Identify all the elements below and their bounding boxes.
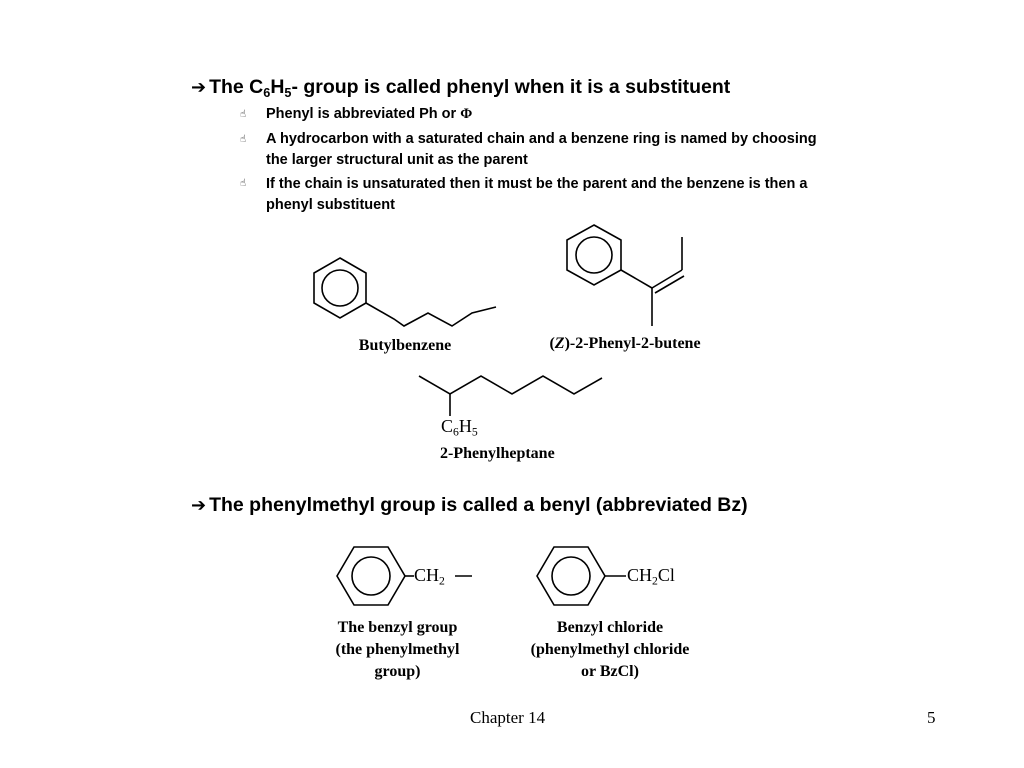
- benzyl-formula-ch: CH: [414, 565, 440, 585]
- bullet-2: A hydrocarbon with a saturated chain and…: [266, 129, 817, 171]
- benzyl-chloride-formula: CH2Cl: [627, 565, 675, 588]
- heading-phenyl-sub1: 6: [263, 85, 271, 100]
- c6h5-sub2: 5: [471, 425, 478, 439]
- benzyl-chloride-label: Benzyl chloride (phenylmethyl chloride o…: [505, 617, 715, 683]
- bullet-3-line1: If the chain is unsaturated then it must…: [266, 176, 808, 192]
- benzyl-chloride-cl: Cl: [657, 565, 675, 585]
- bullet-icon: ☝: [240, 109, 247, 120]
- heading-phenyl-post: - group is called phenyl when it is a su…: [291, 76, 731, 98]
- benzyl-group-label: The benzyl group (the phenylmethyl group…: [315, 617, 480, 683]
- c6h5-h: H: [458, 416, 472, 436]
- arrow-icon: ➔: [191, 495, 207, 516]
- bullet-2-line1: A hydrocarbon with a saturated chain and…: [266, 131, 817, 147]
- c6h5-group: C6H5: [441, 416, 478, 439]
- heading-phenyl-pre: The C: [209, 76, 264, 98]
- arrow-icon: ➔: [191, 77, 207, 98]
- z-italic: Z: [554, 335, 565, 352]
- c6h5-sub1: 6: [453, 425, 459, 439]
- benzyl-formula-sub: 2: [439, 574, 445, 588]
- bullet-1-text: Phenyl is abbreviated Ph or: [266, 106, 461, 122]
- bullet-1: Phenyl is abbreviated Ph or Φ: [266, 104, 472, 125]
- benzyl-group-line1: The benzyl group: [337, 619, 458, 636]
- heading-benzyl-text: The phenylmethyl group is called a benyl…: [209, 494, 748, 516]
- footer-page-number: 5: [927, 708, 936, 727]
- benzyl-group-line3: group): [374, 663, 421, 680]
- footer-chapter: Chapter 14: [470, 708, 546, 727]
- bullet-icon: ☝: [240, 178, 247, 189]
- benzyl-chloride-line2: (phenylmethyl chloride: [530, 641, 690, 658]
- bullet-3-line2: phenyl substituent: [266, 197, 395, 213]
- benzyl-formula: CH2: [414, 565, 445, 588]
- paren-open: (: [549, 335, 555, 352]
- benzyl-chloride-ch: CH: [627, 565, 653, 585]
- bullet-3: If the chain is unsaturated then it must…: [266, 174, 807, 216]
- butylbenzene-label: Butylbenzene: [358, 337, 452, 354]
- heading-phenyl-sub2: 5: [284, 85, 292, 100]
- phenylbutene-label: (Z)-2-Phenyl-2-butene: [530, 335, 720, 353]
- benzyl-chloride-line1: Benzyl chloride: [556, 619, 664, 636]
- bullet-2-line2: the larger structural unit as the parent: [266, 152, 528, 168]
- phenylbutene-rest: )-2-Phenyl-2-butene: [564, 335, 701, 352]
- benzyl-chloride-line3: or BzCl): [581, 663, 639, 680]
- heading-phenyl-mid: H: [270, 76, 285, 98]
- c6h5-c: C: [441, 416, 454, 436]
- benzyl-group-line2: (the phenylmethyl: [335, 641, 460, 658]
- phenylheptane-label: 2-Phenylheptane: [440, 445, 555, 462]
- heading-benzyl: ➔The phenylmethyl group is called a beny…: [191, 494, 748, 517]
- heading-phenyl: ➔The C6H5- group is called phenyl when i…: [191, 76, 730, 99]
- bullet-icon: ☝: [240, 134, 247, 145]
- phi-symbol: Φ: [460, 106, 473, 122]
- benzyl-chloride-sub: 2: [652, 574, 658, 588]
